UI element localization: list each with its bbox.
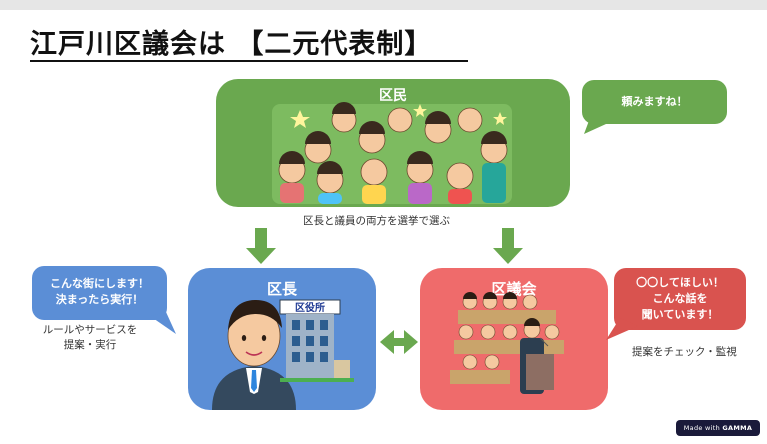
top-bar <box>0 0 767 10</box>
city-hall-icon: 区役所 <box>279 299 354 382</box>
crowd-illustration <box>272 102 512 204</box>
mayor-speech-line-2: 決まったら実行！ <box>55 293 144 306</box>
citizens-speech-text: 頼みますね！ <box>621 95 688 108</box>
assembly-speech-line-2: こんな話を <box>652 292 708 305</box>
citizens-speech-bubble: 頼みますね！ <box>582 80 727 124</box>
assembly-speech-line-1: 〇〇してほしい！ <box>636 276 724 289</box>
mayor-illustration <box>212 300 296 410</box>
badge-prefix: Made with <box>683 424 721 432</box>
mayor-speech-bubble: こんな街にします！ 決まったら実行！ <box>32 266 167 320</box>
down-arrow-icon-right <box>493 228 523 264</box>
mayor-label: 区長 <box>266 280 297 298</box>
made-with-badge[interactable]: Made with GAMMA <box>676 420 760 436</box>
city-hall-sign: 区役所 <box>295 301 325 314</box>
assembly-speech-line-3: 聞いています！ <box>641 308 719 321</box>
badge-brand: GAMMA <box>722 424 753 432</box>
double-arrow-icon <box>380 330 418 354</box>
assembly-bubble-tail <box>606 318 638 340</box>
election-caption: 区長と議員の両方を選挙で選ぶ <box>303 215 450 227</box>
title-underline <box>30 60 468 62</box>
page-title: 江戸川区議会は 【二元代表制】 <box>30 29 433 60</box>
assembly-label: 区議会 <box>491 280 537 298</box>
mayor-bubble-tail <box>150 312 176 334</box>
assembly-box: 区議会 <box>420 268 608 410</box>
mayor-role-line-1: ルールやサービスを <box>42 324 138 336</box>
assembly-illustration <box>450 292 564 394</box>
assembly-speech-bubble: 〇〇してほしい！ こんな話を 聞いています！ <box>614 268 746 330</box>
mayor-role-caption: ルールやサービスを 提案・実行 <box>36 323 144 353</box>
mayor-speech-line-1: こんな街にします！ <box>50 277 149 290</box>
citizens-bubble-tail <box>584 118 606 134</box>
down-arrow-icon <box>246 228 276 264</box>
assembly-role-caption: 提案をチェック・監視 <box>632 346 737 358</box>
mayor-role-line-2: 提案・実行 <box>63 339 117 351</box>
citizens-label: 区民 <box>379 88 407 104</box>
